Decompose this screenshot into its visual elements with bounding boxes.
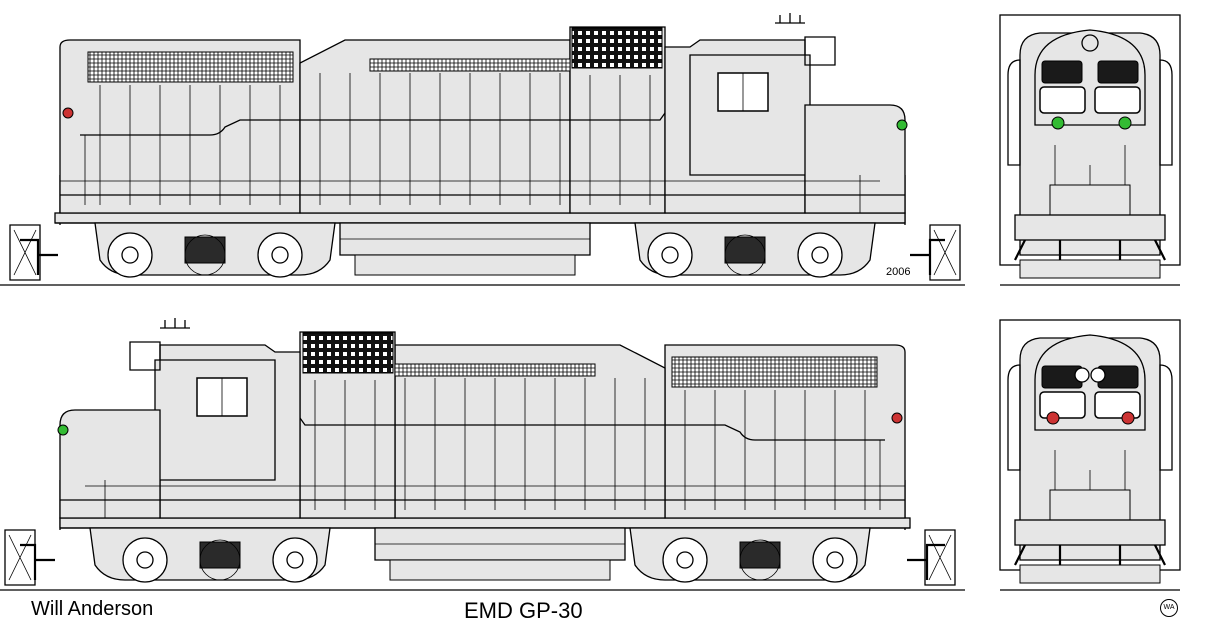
author-credit: Will Anderson: [31, 598, 154, 620]
rear-end-view: [998, 318, 1182, 592]
drawing-title: EMD GP-30: [464, 598, 583, 623]
author-mark-logo: WA: [1160, 599, 1178, 617]
side-view-upper: [0, 13, 965, 285]
front-end-view: [998, 13, 1182, 287]
drawing-year: 2006: [886, 266, 911, 278]
side-view-lower: [0, 318, 965, 590]
